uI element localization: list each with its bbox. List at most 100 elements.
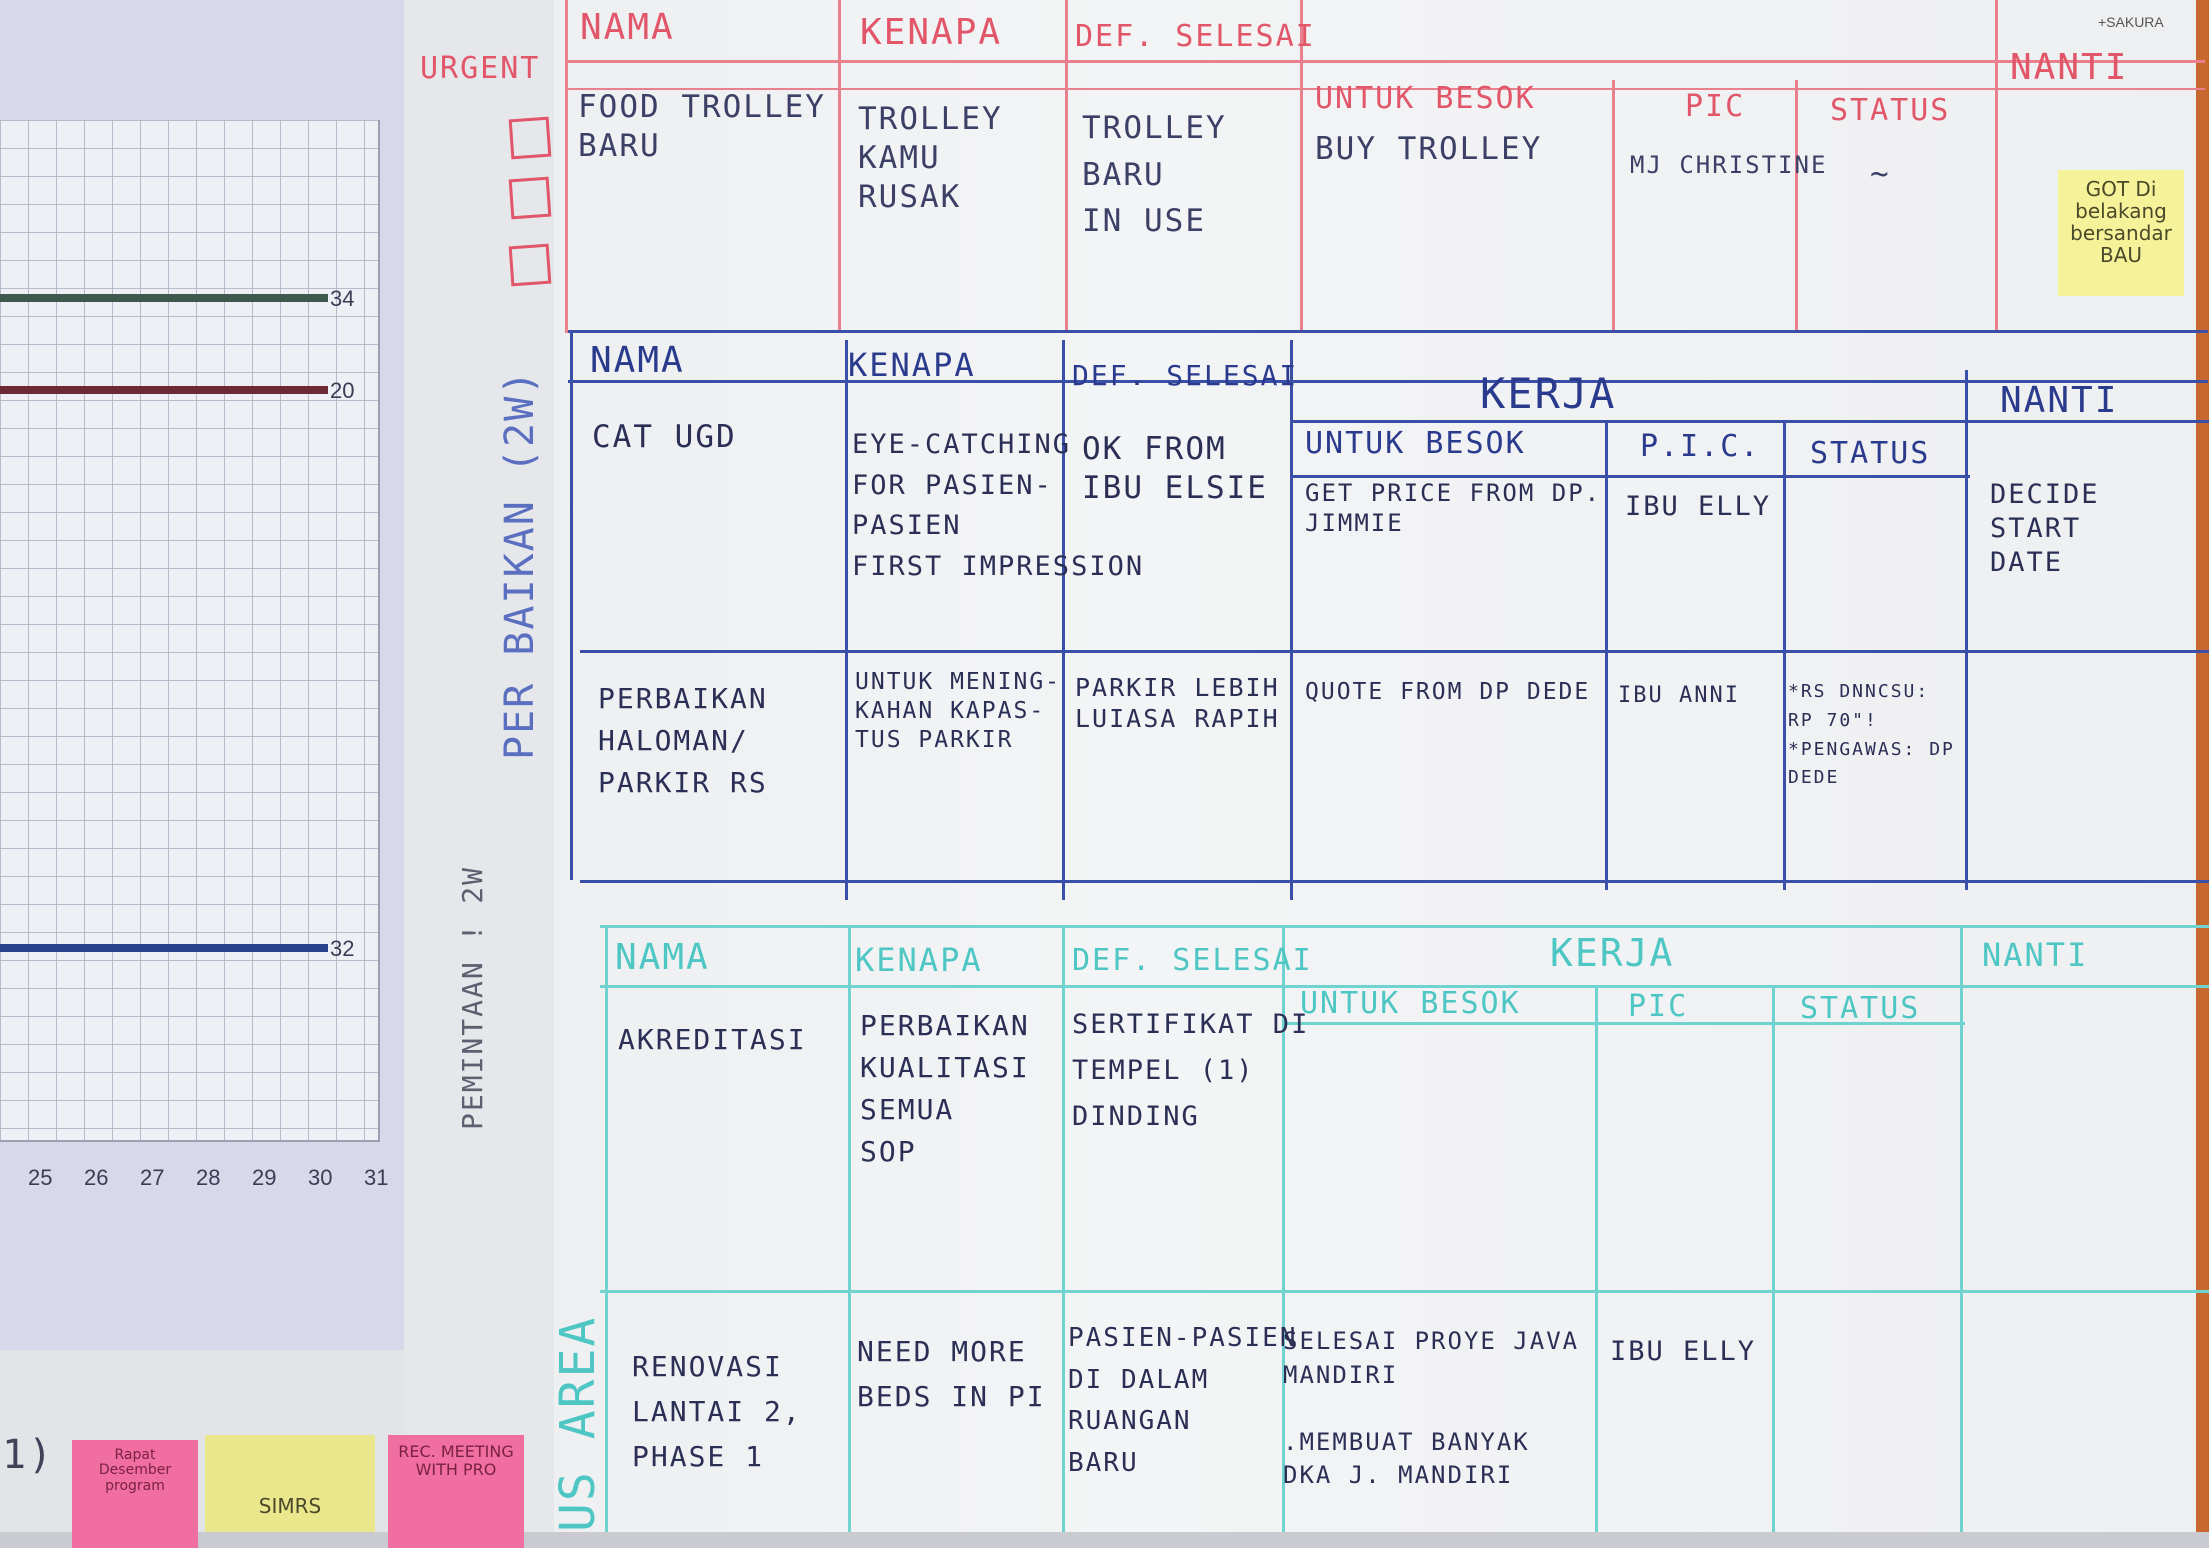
chart-grid — [0, 120, 380, 1142]
s3-row1-def: SERTIFIKAT DI TEMPEL (1) DINDING — [1072, 1009, 1310, 1132]
section3-col-line — [1772, 985, 1775, 1532]
s3-row1-kenapa: PERBAIKAN KUALITASI SEMUA SOP — [860, 1009, 1030, 1168]
section2-kerja-line — [1290, 420, 2209, 423]
s2-header-nama: NAMA — [590, 340, 685, 381]
s2-row2-def: PARKIR LEBIH LUIASA RAPIH — [1075, 673, 1280, 734]
section2-col-line — [1605, 420, 1608, 890]
section2-col-line — [845, 340, 848, 900]
section2-col-line — [1965, 370, 1968, 890]
urgent-checkbox-3[interactable] — [508, 243, 552, 287]
s2-row1-pic: IBU ELLY — [1625, 491, 1772, 522]
section2-col-line — [570, 330, 573, 880]
s2-row1-nama: CAT UGD — [592, 419, 737, 455]
s2-header-kenapa: KENAPA — [848, 346, 976, 384]
s1-row-status: ~ — [1870, 156, 1891, 192]
section1-col-line — [1995, 0, 1998, 330]
x-tick-label: 31 — [364, 1165, 388, 1190]
s2-row2-kenapa: UNTUK MENING- KAHAN KAPAS- TUS PARKIR — [855, 669, 1062, 753]
s1-header-def: DEF. SELESAI — [1075, 19, 1316, 54]
s1-row-untuk: BUY TROLLEY — [1315, 131, 1543, 167]
s2-row2-untuk: QUOTE FROM DP DEDE — [1305, 679, 1591, 705]
s1-row-nama: FOOD TROLLEY BARU — [578, 89, 826, 164]
s3-row1-nama: AKREDITASI — [618, 1023, 807, 1056]
section3-top-line — [600, 925, 2209, 928]
section1-col-line — [838, 0, 841, 330]
whiteboard — [404, 0, 2209, 1532]
s2-row1-nanti: DECIDE START DATE — [1990, 479, 2100, 578]
section1-col-line — [1300, 0, 1303, 330]
s2-header-kerja: KERJA — [1480, 369, 1617, 418]
section2-col-line — [1062, 340, 1065, 900]
s3-header-def: DEF. SELESAI — [1072, 943, 1313, 978]
section3-col-line — [848, 925, 851, 1532]
x-tick-label: 29 — [252, 1165, 276, 1190]
s3-header-pic: PIC — [1628, 989, 1689, 1024]
bottom-number-label: 1) — [2, 1432, 55, 1478]
section2-subheader-line — [1290, 475, 1970, 478]
brand-logo: +SAKURA — [2098, 14, 2164, 30]
section1-subheader-line — [565, 88, 2205, 90]
section2-col-line — [1290, 340, 1293, 900]
section2-col-line — [1783, 420, 1786, 890]
perbaikan-side-label: PER BAIKAN (2W) — [497, 368, 543, 760]
section1-col-line — [1795, 80, 1798, 330]
section3-header-line — [600, 985, 2209, 988]
s3-row2-def: PASIEN-PASIEN DI DALAM RUANGAN BARU — [1068, 1323, 1298, 1478]
s2-row2-nama: PERBAIKAN HALOMAN/ PARKIR RS — [598, 682, 768, 799]
s1-header-status: STATUS — [1830, 93, 1951, 128]
sticky-note-pink-2[interactable]: REC. MEETING WITH PRO — [388, 1435, 524, 1548]
s2-header-nanti: NANTI — [2000, 380, 2119, 421]
s1-header-nama: NAMA — [580, 7, 675, 48]
section2-row-line — [580, 650, 2209, 653]
s1-row-kenapa: TROLLEY KAMU RUSAK — [858, 101, 1003, 215]
s3-header-nama: NAMA — [615, 937, 710, 978]
s1-header-nanti: NANTI — [2010, 47, 2129, 88]
s1-row-pic: MJ CHRISTINE — [1630, 151, 1828, 179]
s1-header-pic: PIC — [1685, 89, 1746, 124]
sticky-note-top[interactable]: GOT Di belakang bersandar BAU — [2058, 170, 2184, 296]
s2-header-pic: P.I.C. — [1640, 429, 1761, 464]
x-tick-label: 30 — [308, 1165, 332, 1190]
series-end-label-2: 32 — [330, 936, 354, 961]
s3-row2-pic: IBU ELLY — [1610, 1336, 1757, 1367]
section3-col-line — [605, 925, 608, 1532]
s2-header-status: STATUS — [1810, 436, 1931, 471]
section2-top-line — [568, 330, 2208, 333]
urgent-checkbox-2[interactable] — [508, 176, 552, 220]
section1-header-line — [565, 60, 2205, 63]
s2-header-def: DEF. SELESAI — [1072, 359, 1299, 392]
section3-col-line — [1960, 925, 1963, 1532]
urgent-checkbox-1[interactable] — [508, 116, 552, 160]
x-tick-label: 28 — [196, 1165, 220, 1190]
whiteboard-margin — [404, 0, 554, 1532]
s1-row-def: TROLLEY BARU IN USE — [1082, 110, 1227, 239]
s2-row2-status: *RS DNNCSU: RP 70"! *PENGAWAS: DP DEDE — [1788, 681, 1955, 789]
s1-header-untuk: UNTUK BESOK — [1315, 81, 1536, 116]
series-end-label-0: 34 — [330, 286, 354, 311]
s3-row2-kenapa: NEED MORE BEDS IN PI — [857, 1335, 1046, 1413]
s3-header-untuk: UNTUK BESOK — [1300, 986, 1521, 1021]
s2-row1-def: OK FROM IBU ELSIE — [1082, 431, 1268, 506]
series-end-label-1: 20 — [330, 378, 354, 403]
s3-row2-untuk: SELESAI PROYE JAVA MANDIRI .MEMBUAT BANY… — [1283, 1327, 1580, 1490]
s2-header-untuk: UNTUK BESOK — [1305, 426, 1526, 461]
section3-col-line — [1595, 985, 1598, 1532]
sticky-note-yellow[interactable]: SIMRS — [205, 1435, 375, 1532]
section3-col-line — [1062, 925, 1065, 1532]
s3-header-kerja: KERJA — [1550, 931, 1675, 975]
section1-col-line — [565, 0, 568, 330]
s3-header-status: STATUS — [1800, 991, 1921, 1026]
sticky-note-pink-1[interactable]: Rapat Desember program — [72, 1440, 198, 1548]
x-tick-label: 26 — [84, 1165, 108, 1190]
urgent-label: URGENT — [420, 51, 541, 86]
board-frame-edge — [2196, 0, 2209, 1532]
s1-header-kenapa: KENAPA — [860, 12, 1003, 53]
s3-header-kenapa: KENAPA — [855, 941, 983, 979]
s2-row2-pic: IBU ANNI — [1618, 683, 1740, 708]
section1-col-line — [1065, 0, 1068, 330]
section3-subheader-line — [1285, 1022, 1965, 1025]
s3-row2-nama: RENOVASI LANTAI 2, PHASE 1 — [632, 1350, 802, 1473]
section1-col-line — [1612, 80, 1615, 330]
